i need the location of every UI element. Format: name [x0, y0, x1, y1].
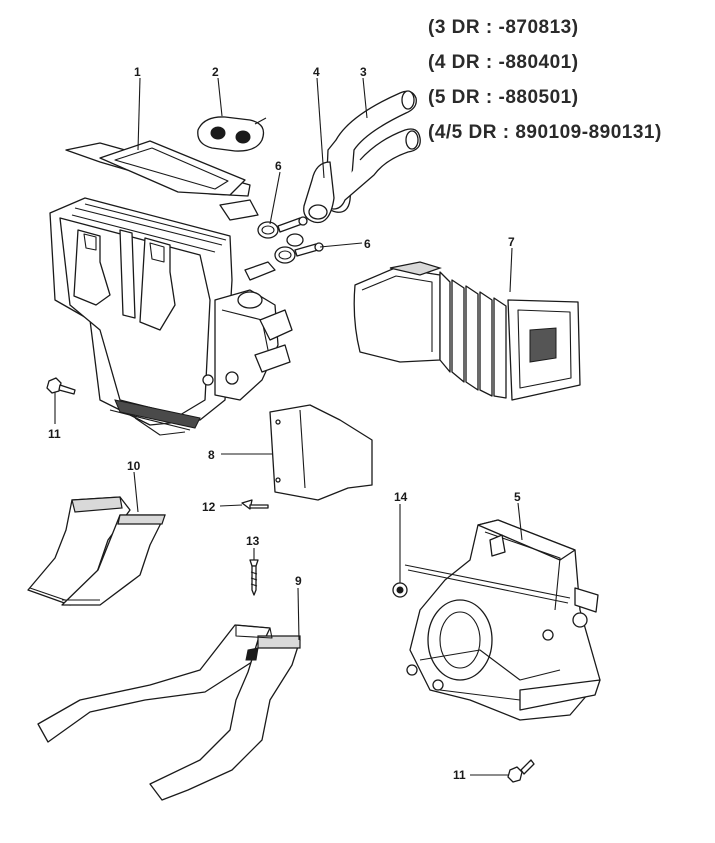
callout-11-upper: 11: [48, 427, 61, 441]
callout-7: 7: [508, 235, 515, 249]
callout-5: 5: [514, 490, 521, 504]
callout-labels: 1 2 3 4 5 6 6 7 8 9 10 11 11 12 13 14: [48, 65, 521, 782]
heater-hose-outlet: [303, 128, 421, 224]
floor-duct: [37, 624, 301, 801]
bolt-lower: [507, 759, 535, 783]
callout-3: 3: [360, 65, 367, 79]
callout-10: 10: [127, 459, 141, 473]
callout-9: 9: [295, 574, 302, 588]
side-cover: [269, 404, 373, 501]
callout-1: 1: [134, 65, 141, 79]
hose-clamp-upper: [257, 216, 308, 239]
applicability-4dr: (4 DR : -880401): [428, 52, 579, 73]
tapping-screw: [249, 559, 259, 596]
hose-clamp-lower: [274, 233, 324, 264]
applicability-4-5dr: (4/5 DR : 890109-890131): [428, 122, 662, 143]
callout-4: 4: [313, 65, 320, 79]
callout-2: 2: [212, 65, 219, 79]
applicability-3dr: (3 DR : -870813): [428, 17, 579, 38]
rear-heating-duct: [27, 496, 166, 606]
blower-unit: [404, 519, 601, 721]
clip: [392, 582, 408, 598]
callout-11-lower: 11: [453, 768, 466, 782]
leader-lines: [54, 77, 523, 776]
callout-13: 13: [246, 534, 260, 548]
screw: [241, 499, 269, 510]
connector-duct: [353, 261, 581, 401]
grommet: [197, 116, 267, 152]
callout-8: 8: [208, 448, 215, 462]
callout-12: 12: [202, 500, 216, 514]
applicability-5dr: (5 DR : -880501): [428, 87, 579, 108]
heater-unit: [49, 140, 293, 436]
callout-6-upper: 6: [275, 159, 282, 173]
callout-14: 14: [394, 490, 408, 504]
callout-6-lower: 6: [364, 237, 371, 251]
bolt-upper: [46, 377, 76, 395]
